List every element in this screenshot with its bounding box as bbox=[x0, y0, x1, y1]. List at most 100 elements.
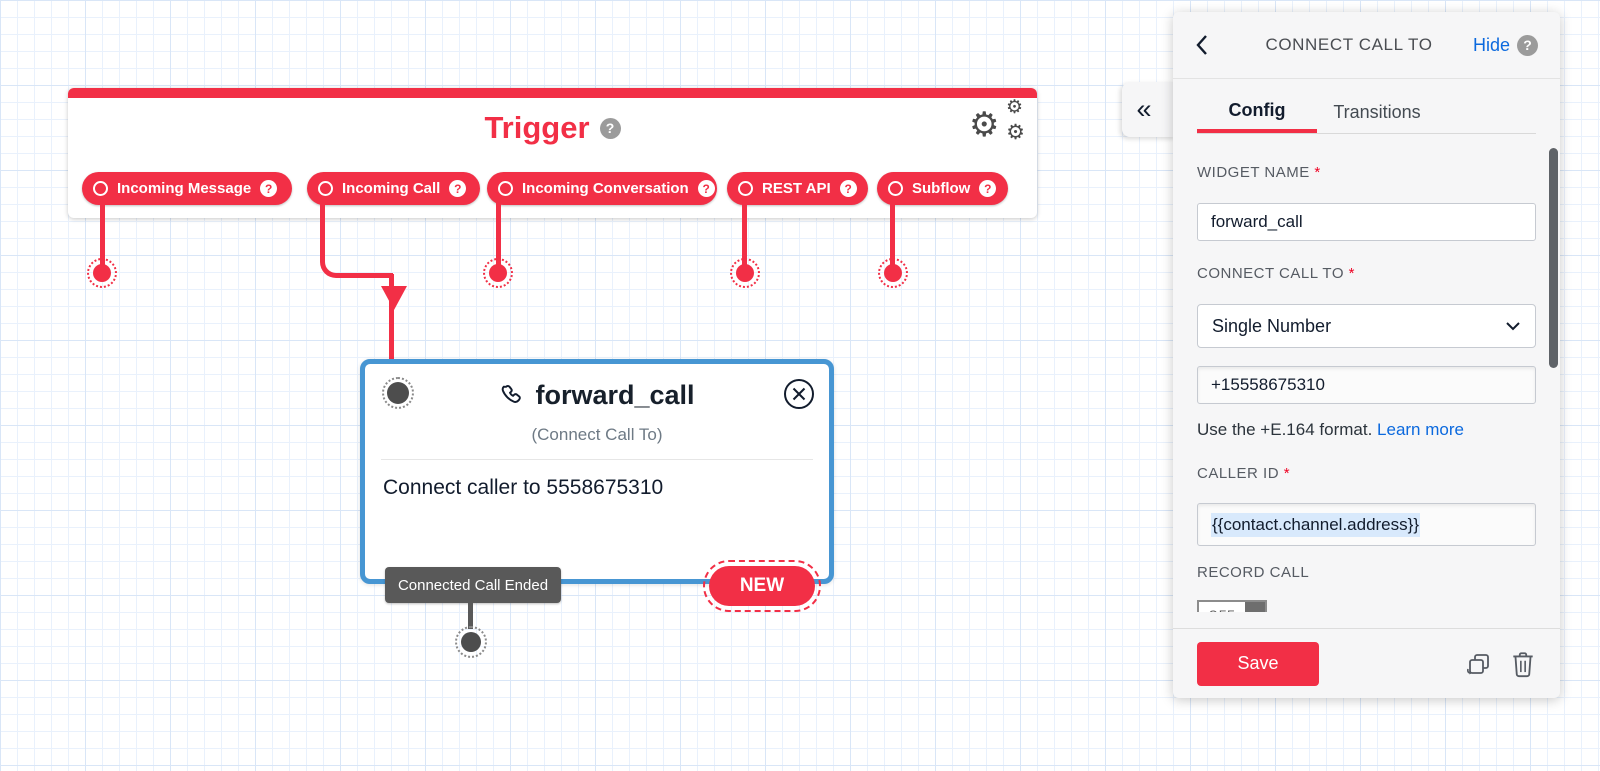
widget-name-input[interactable] bbox=[1197, 203, 1536, 241]
trigger-title-row: Trigger ? bbox=[68, 110, 1037, 146]
record-call-toggle[interactable]: OFF bbox=[1197, 600, 1267, 612]
required-asterisk: * bbox=[1348, 265, 1355, 282]
panel-content: WIDGET NAME * CONNECT CALL TO * Single N… bbox=[1173, 134, 1560, 612]
new-badge[interactable]: NEW bbox=[709, 566, 815, 606]
delete-widget-icon[interactable] bbox=[1510, 650, 1536, 678]
widget-output-port[interactable] bbox=[455, 626, 487, 658]
connector-endpoint-incoming-conversation[interactable] bbox=[483, 258, 513, 288]
connector-circle-icon bbox=[93, 181, 108, 196]
widget-input-port[interactable] bbox=[382, 377, 414, 409]
label-text: CONNECT CALL TO bbox=[1197, 265, 1344, 282]
trigger-pill-incoming-message[interactable]: Incoming Message ? bbox=[82, 172, 292, 205]
connector-circle-icon bbox=[888, 181, 903, 196]
trigger-title: Trigger bbox=[484, 110, 590, 145]
connector-elbow-incoming-call bbox=[320, 204, 393, 278]
collapse-chevrons-icon: « bbox=[1136, 94, 1152, 124]
caller-id-value: {{contact.channel.address}} bbox=[1211, 512, 1420, 537]
connector-circle-icon bbox=[318, 181, 333, 196]
format-help-text: Use the +E.164 format. Learn more bbox=[1197, 420, 1536, 440]
connector-line bbox=[890, 200, 895, 266]
gear-icon: ⚙ bbox=[1006, 121, 1025, 144]
panel-header: CONNECT CALL TO Hide ? bbox=[1173, 12, 1560, 79]
gear-icon: ⚙ bbox=[969, 106, 1000, 144]
back-chevron-icon[interactable] bbox=[1195, 34, 1225, 56]
trigger-pill-rest-api[interactable]: REST API ? bbox=[727, 172, 868, 205]
trigger-pill-incoming-conversation[interactable]: Incoming Conversation ? bbox=[487, 172, 717, 205]
trigger-settings-gears-icon[interactable]: ⚙ ⚙ ⚙ bbox=[969, 97, 1025, 148]
connector-dot bbox=[489, 264, 507, 282]
forward-call-widget[interactable]: forward_call (Connect Call To) Connect c… bbox=[360, 359, 834, 658]
connector-arrowhead-icon bbox=[381, 286, 407, 310]
connector-dot bbox=[884, 264, 902, 282]
chevron-down-icon bbox=[1506, 322, 1520, 331]
connector-circle-icon bbox=[738, 181, 753, 196]
duplicate-widget-icon[interactable] bbox=[1464, 650, 1492, 678]
label-text: WIDGET NAME bbox=[1197, 164, 1310, 181]
connect-call-to-label: CONNECT CALL TO * bbox=[1197, 265, 1536, 282]
hide-link[interactable]: Hide bbox=[1472, 34, 1510, 55]
connector-line bbox=[496, 200, 501, 266]
gear-icon: ⚙ bbox=[1005, 97, 1023, 118]
connector-line bbox=[742, 200, 747, 266]
widget-name-label: WIDGET NAME * bbox=[1197, 164, 1536, 181]
record-call-label: RECORD CALL bbox=[1197, 564, 1536, 581]
trigger-widget[interactable]: Trigger ? ⚙ ⚙ ⚙ Incoming Message ? Incom… bbox=[68, 88, 1037, 218]
label-text: CALLER ID bbox=[1197, 465, 1280, 482]
help-text: Use the +E.164 format. bbox=[1197, 420, 1373, 439]
divider bbox=[381, 459, 813, 460]
connector-dot bbox=[93, 264, 111, 282]
pill-help-icon[interactable]: ? bbox=[697, 180, 715, 197]
pill-label: REST API bbox=[762, 180, 831, 197]
widget-title-row: forward_call bbox=[365, 380, 829, 411]
connector-endpoint-incoming-message[interactable] bbox=[87, 258, 117, 288]
phone-number-input[interactable] bbox=[1197, 366, 1536, 404]
pill-help-icon[interactable]: ? bbox=[839, 180, 857, 197]
connector-circle-icon bbox=[498, 181, 513, 196]
transition-label-connected-call-ended[interactable]: Connected Call Ended bbox=[385, 567, 561, 603]
pill-help-icon[interactable]: ? bbox=[979, 180, 997, 197]
panel-footer: Save bbox=[1173, 628, 1560, 698]
pill-label: Subflow bbox=[912, 180, 971, 197]
connect-call-to-select[interactable]: Single Number bbox=[1197, 304, 1536, 348]
trigger-pill-incoming-call[interactable]: Incoming Call ? bbox=[307, 172, 480, 205]
transition-stem bbox=[468, 603, 473, 629]
trigger-help-icon[interactable]: ? bbox=[599, 117, 621, 139]
widget-name: forward_call bbox=[535, 380, 695, 410]
pill-label: Incoming Conversation bbox=[522, 180, 689, 197]
connector-endpoint-rest-api[interactable] bbox=[730, 258, 760, 288]
connector-line bbox=[100, 200, 105, 266]
trigger-pill-subflow[interactable]: Subflow ? bbox=[877, 172, 1008, 205]
widget-close-icon[interactable] bbox=[783, 378, 815, 410]
connector-dot bbox=[736, 264, 754, 282]
new-transition-outline: NEW bbox=[703, 560, 821, 612]
port-dot bbox=[387, 382, 409, 404]
connector-line-incoming-call bbox=[389, 274, 394, 360]
panel-title: CONNECT CALL TO bbox=[1265, 35, 1433, 54]
connector-endpoint-subflow[interactable] bbox=[878, 258, 908, 288]
learn-more-link[interactable]: Learn more bbox=[1377, 420, 1464, 439]
caller-id-label: CALLER ID * bbox=[1197, 465, 1536, 482]
tab-config[interactable]: Config bbox=[1197, 91, 1317, 133]
trigger-accent-bar bbox=[68, 88, 1037, 98]
pill-help-icon[interactable]: ? bbox=[449, 180, 467, 197]
widget-type-label: (Connect Call To) bbox=[531, 425, 663, 444]
port-dot bbox=[461, 632, 481, 652]
hide-help-icon[interactable]: ? bbox=[1517, 34, 1538, 56]
config-panel: CONNECT CALL TO Hide ? Config Transition… bbox=[1173, 12, 1560, 698]
pill-help-icon[interactable]: ? bbox=[260, 180, 278, 197]
required-asterisk: * bbox=[1314, 164, 1321, 181]
caller-id-input[interactable]: {{contact.channel.address}} bbox=[1197, 503, 1536, 546]
tab-transitions[interactable]: Transitions bbox=[1333, 101, 1421, 122]
select-value: Single Number bbox=[1212, 315, 1332, 336]
required-asterisk: * bbox=[1283, 465, 1291, 482]
toggle-knob bbox=[1245, 602, 1265, 612]
panel-scrollbar[interactable] bbox=[1549, 148, 1558, 368]
panel-tabs: Config Transitions bbox=[1197, 91, 1536, 134]
pill-label: Incoming Call bbox=[342, 180, 441, 197]
phone-icon bbox=[502, 384, 522, 403]
label-text: RECORD CALL bbox=[1197, 564, 1310, 581]
panel-collapse-button[interactable]: « bbox=[1122, 82, 1176, 137]
toggle-off-label: OFF bbox=[1199, 608, 1245, 612]
save-button[interactable]: Save bbox=[1197, 641, 1319, 686]
